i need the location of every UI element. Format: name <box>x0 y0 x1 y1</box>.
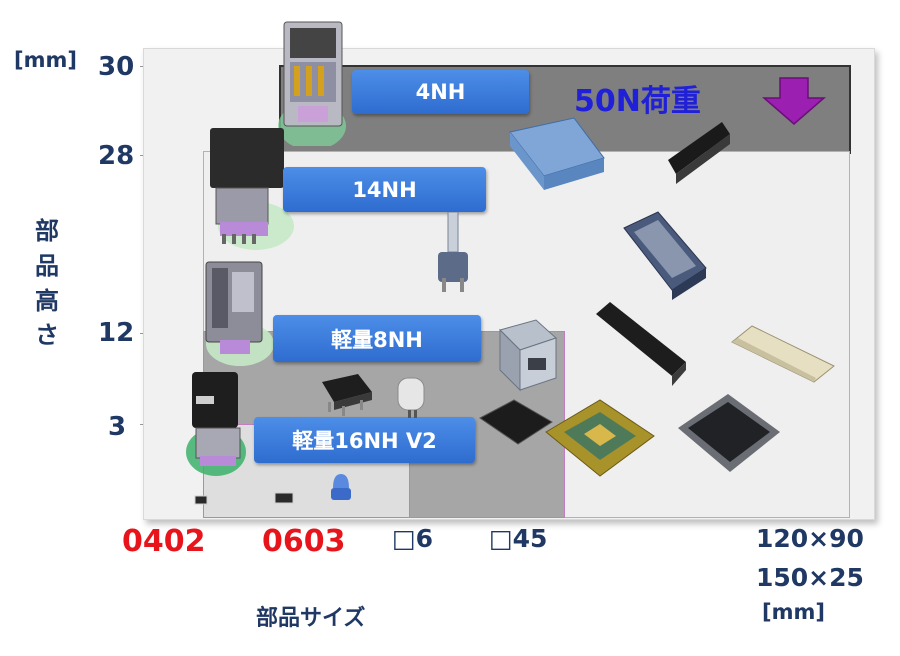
x-tick-max-2: 150×25 <box>756 563 864 592</box>
y-tick-28: 28 <box>98 141 135 171</box>
x-tick-45: □45 <box>489 524 548 553</box>
head-14nh-illustration <box>210 128 294 250</box>
ic-small-black-icon <box>322 374 372 416</box>
capacitor-icon <box>397 377 425 418</box>
head-4nh-illustration <box>278 21 346 146</box>
connector-blue-large-icon <box>509 117 605 190</box>
x-tick-max-1: 120×90 <box>756 524 864 553</box>
rotary-encoder-icon <box>438 212 468 292</box>
head-button-16nh-v2[interactable]: 軽量16NH V2 <box>254 417 475 463</box>
connector-long-black-icon <box>596 302 686 386</box>
chip-0402-icon <box>194 495 208 505</box>
head-button-4nh[interactable]: 4NH <box>352 70 529 114</box>
chip-0603-icon <box>274 492 294 504</box>
connector-board-to-board-icon <box>623 211 707 300</box>
y-title-char: 品 <box>35 251 59 280</box>
y-axis-title: 部 品 高 さ <box>32 214 62 353</box>
y-tick-12: 12 <box>98 318 135 348</box>
connector-black-header-icon <box>668 122 730 184</box>
qfp-small-icon <box>479 399 553 445</box>
connector-beige-strip-icon <box>731 325 835 383</box>
x-tick-6: □6 <box>392 524 434 553</box>
x-tick-0603: 0603 <box>262 524 346 559</box>
qfp-large-icon <box>678 394 780 472</box>
y-tick-3: 3 <box>108 412 127 442</box>
y-tick-30: 30 <box>98 52 135 82</box>
head-button-14nh[interactable]: 14NH <box>283 167 486 212</box>
led-blue-icon <box>331 474 351 500</box>
y-title-char: さ <box>35 321 59 350</box>
rj45-jack-icon <box>499 319 557 392</box>
y-title-char: 部 <box>35 217 59 245</box>
y-title-char: 高 <box>35 286 59 315</box>
x-axis-title: 部品サイズ <box>256 606 366 631</box>
head-8nh-illustration <box>205 261 274 366</box>
bga-socket-icon <box>545 399 655 477</box>
x-axis-unit: [mm] <box>762 600 825 624</box>
down-arrow-icon <box>761 77 827 125</box>
head-16nh-illustration <box>186 372 246 476</box>
load-label: 50N荷重 <box>574 84 701 119</box>
x-tick-0402: 0402 <box>122 524 206 559</box>
y-axis-unit: [mm] <box>14 48 77 72</box>
head-button-8nh[interactable]: 軽量8NH <box>273 315 481 362</box>
